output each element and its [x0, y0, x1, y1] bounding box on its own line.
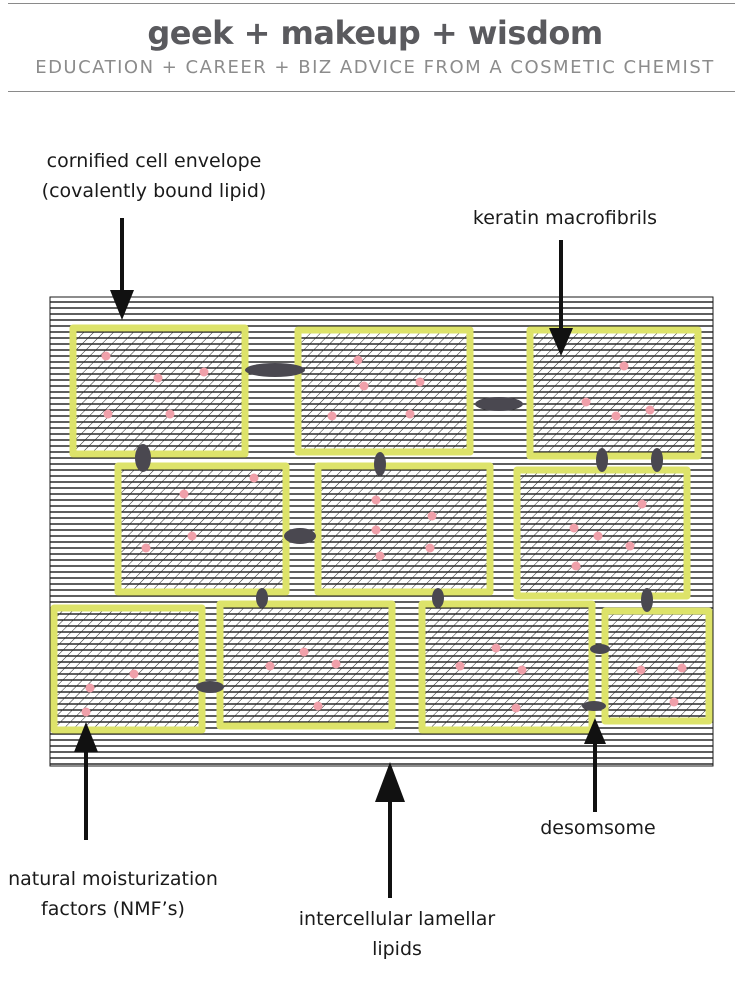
nmf-dot-7	[415, 377, 425, 387]
nmf-dot-26	[593, 531, 603, 541]
desmosome-5	[596, 448, 608, 472]
desmosome-12	[590, 644, 610, 654]
corneocyte-cell-10	[601, 607, 713, 725]
nmf-dot-3	[199, 367, 209, 377]
nmf-dot-4	[103, 409, 113, 419]
corneocyte-cell-8	[216, 600, 396, 730]
label-lamellar-line1: intercellular lamellar	[298, 908, 496, 930]
nmf-dot-39	[511, 703, 521, 713]
nmf-dot-40	[636, 665, 646, 675]
corneocyte-cell-4	[114, 462, 290, 596]
desmosome-3	[135, 444, 151, 472]
nmf-dot-24	[637, 499, 647, 509]
nmf-dot-27	[625, 541, 635, 551]
corneocyte-cell-1	[69, 324, 249, 458]
nmf-dot-36	[455, 661, 465, 671]
label-cornified-line2: (covalently bound lipid)	[41, 180, 267, 202]
label-lamellar-line2: lipids	[372, 938, 422, 960]
arrows	[74, 218, 606, 898]
corneocyte-cell-6	[513, 466, 691, 600]
desmosome-10	[641, 588, 653, 612]
label-desmosome: desomsome	[540, 817, 656, 839]
header-top-rule	[8, 3, 735, 4]
arrow-cornified-head	[110, 290, 134, 320]
desmosome-7	[284, 528, 316, 544]
site-tagline: EDUCATION + CAREER + BIZ ADVICE FROM A C…	[35, 57, 715, 78]
arrow-desmosome-head	[584, 718, 606, 744]
nmf-dot-29	[129, 669, 139, 679]
header-bottom-rule	[8, 91, 735, 92]
nmf-dot-33	[299, 647, 309, 657]
nmf-dot-14	[611, 411, 621, 421]
nmf-dot-5	[165, 409, 175, 419]
desmosome-8	[256, 588, 268, 608]
nmf-dot-34	[331, 659, 341, 669]
nmf-dot-10	[405, 409, 415, 419]
nmf-dot-12	[581, 397, 591, 407]
corneocyte-cell-2	[294, 326, 474, 456]
nmf-dot-28	[571, 561, 581, 571]
nmf-dot-41	[677, 663, 687, 673]
arrow-lamellar-head	[375, 762, 405, 802]
label-keratin: keratin macrofibrils	[472, 207, 658, 229]
nmf-dot-25	[569, 523, 579, 533]
corneocyte-cell-9	[418, 600, 596, 734]
nmf-dot-2	[153, 373, 163, 383]
corneocyte-cells	[50, 324, 713, 734]
nmf-dot-20	[427, 511, 437, 521]
nmf-dot-21	[371, 525, 381, 535]
nmf-dot-37	[491, 643, 501, 653]
desmosome-1	[245, 363, 305, 377]
nmf-dot-23	[375, 551, 385, 561]
desmosome-2	[475, 397, 523, 411]
nmf-dots	[81, 351, 687, 717]
desmosomes	[135, 363, 663, 711]
nmf-dot-38	[517, 665, 527, 675]
label-nmf-line1: natural moisturization	[8, 868, 218, 890]
nmf-dot-9	[327, 411, 337, 421]
desmosome-6	[651, 448, 663, 472]
nmf-dot-18	[141, 543, 151, 553]
desmosome-9	[432, 588, 444, 608]
nmf-dot-22	[425, 543, 435, 553]
desmosome-11	[196, 681, 224, 693]
nmf-dot-8	[359, 381, 369, 391]
corneocyte-cell-7	[50, 604, 206, 734]
nmf-dot-31	[81, 707, 91, 717]
nmf-dot-42	[669, 697, 679, 707]
label-cornified-line1: cornified cell envelope	[46, 150, 262, 172]
nmf-dot-30	[85, 683, 95, 693]
desmosome-4	[374, 452, 386, 476]
corneocyte-cell-5	[314, 462, 494, 596]
nmf-dot-13	[645, 405, 655, 415]
nmf-dot-32	[265, 661, 275, 671]
corneocyte-cell-3	[526, 326, 702, 460]
nmf-dot-35	[313, 701, 323, 711]
nmf-dot-15	[249, 473, 259, 483]
label-cornified-envelope: cornified cell envelope (covalently boun…	[19, 146, 289, 206]
nmf-dot-6	[353, 355, 363, 365]
nmf-dot-11	[619, 361, 629, 371]
arrow-nmf-head	[74, 722, 98, 752]
nmf-dot-17	[187, 531, 197, 541]
site-title[interactable]: geek + makeup + wisdom	[147, 14, 603, 52]
desmosome-13	[582, 701, 606, 711]
label-nmf-line2: factors (NMF’s)	[41, 898, 185, 920]
nmf-dot-1	[101, 351, 111, 361]
arrow-keratin-head	[549, 328, 573, 356]
nmf-dot-16	[179, 489, 189, 499]
label-lamellar: intercellular lamellar lipids	[290, 904, 504, 964]
label-nmf: natural moisturization factors (NMF’s)	[0, 864, 226, 924]
nmf-dot-19	[371, 495, 381, 505]
